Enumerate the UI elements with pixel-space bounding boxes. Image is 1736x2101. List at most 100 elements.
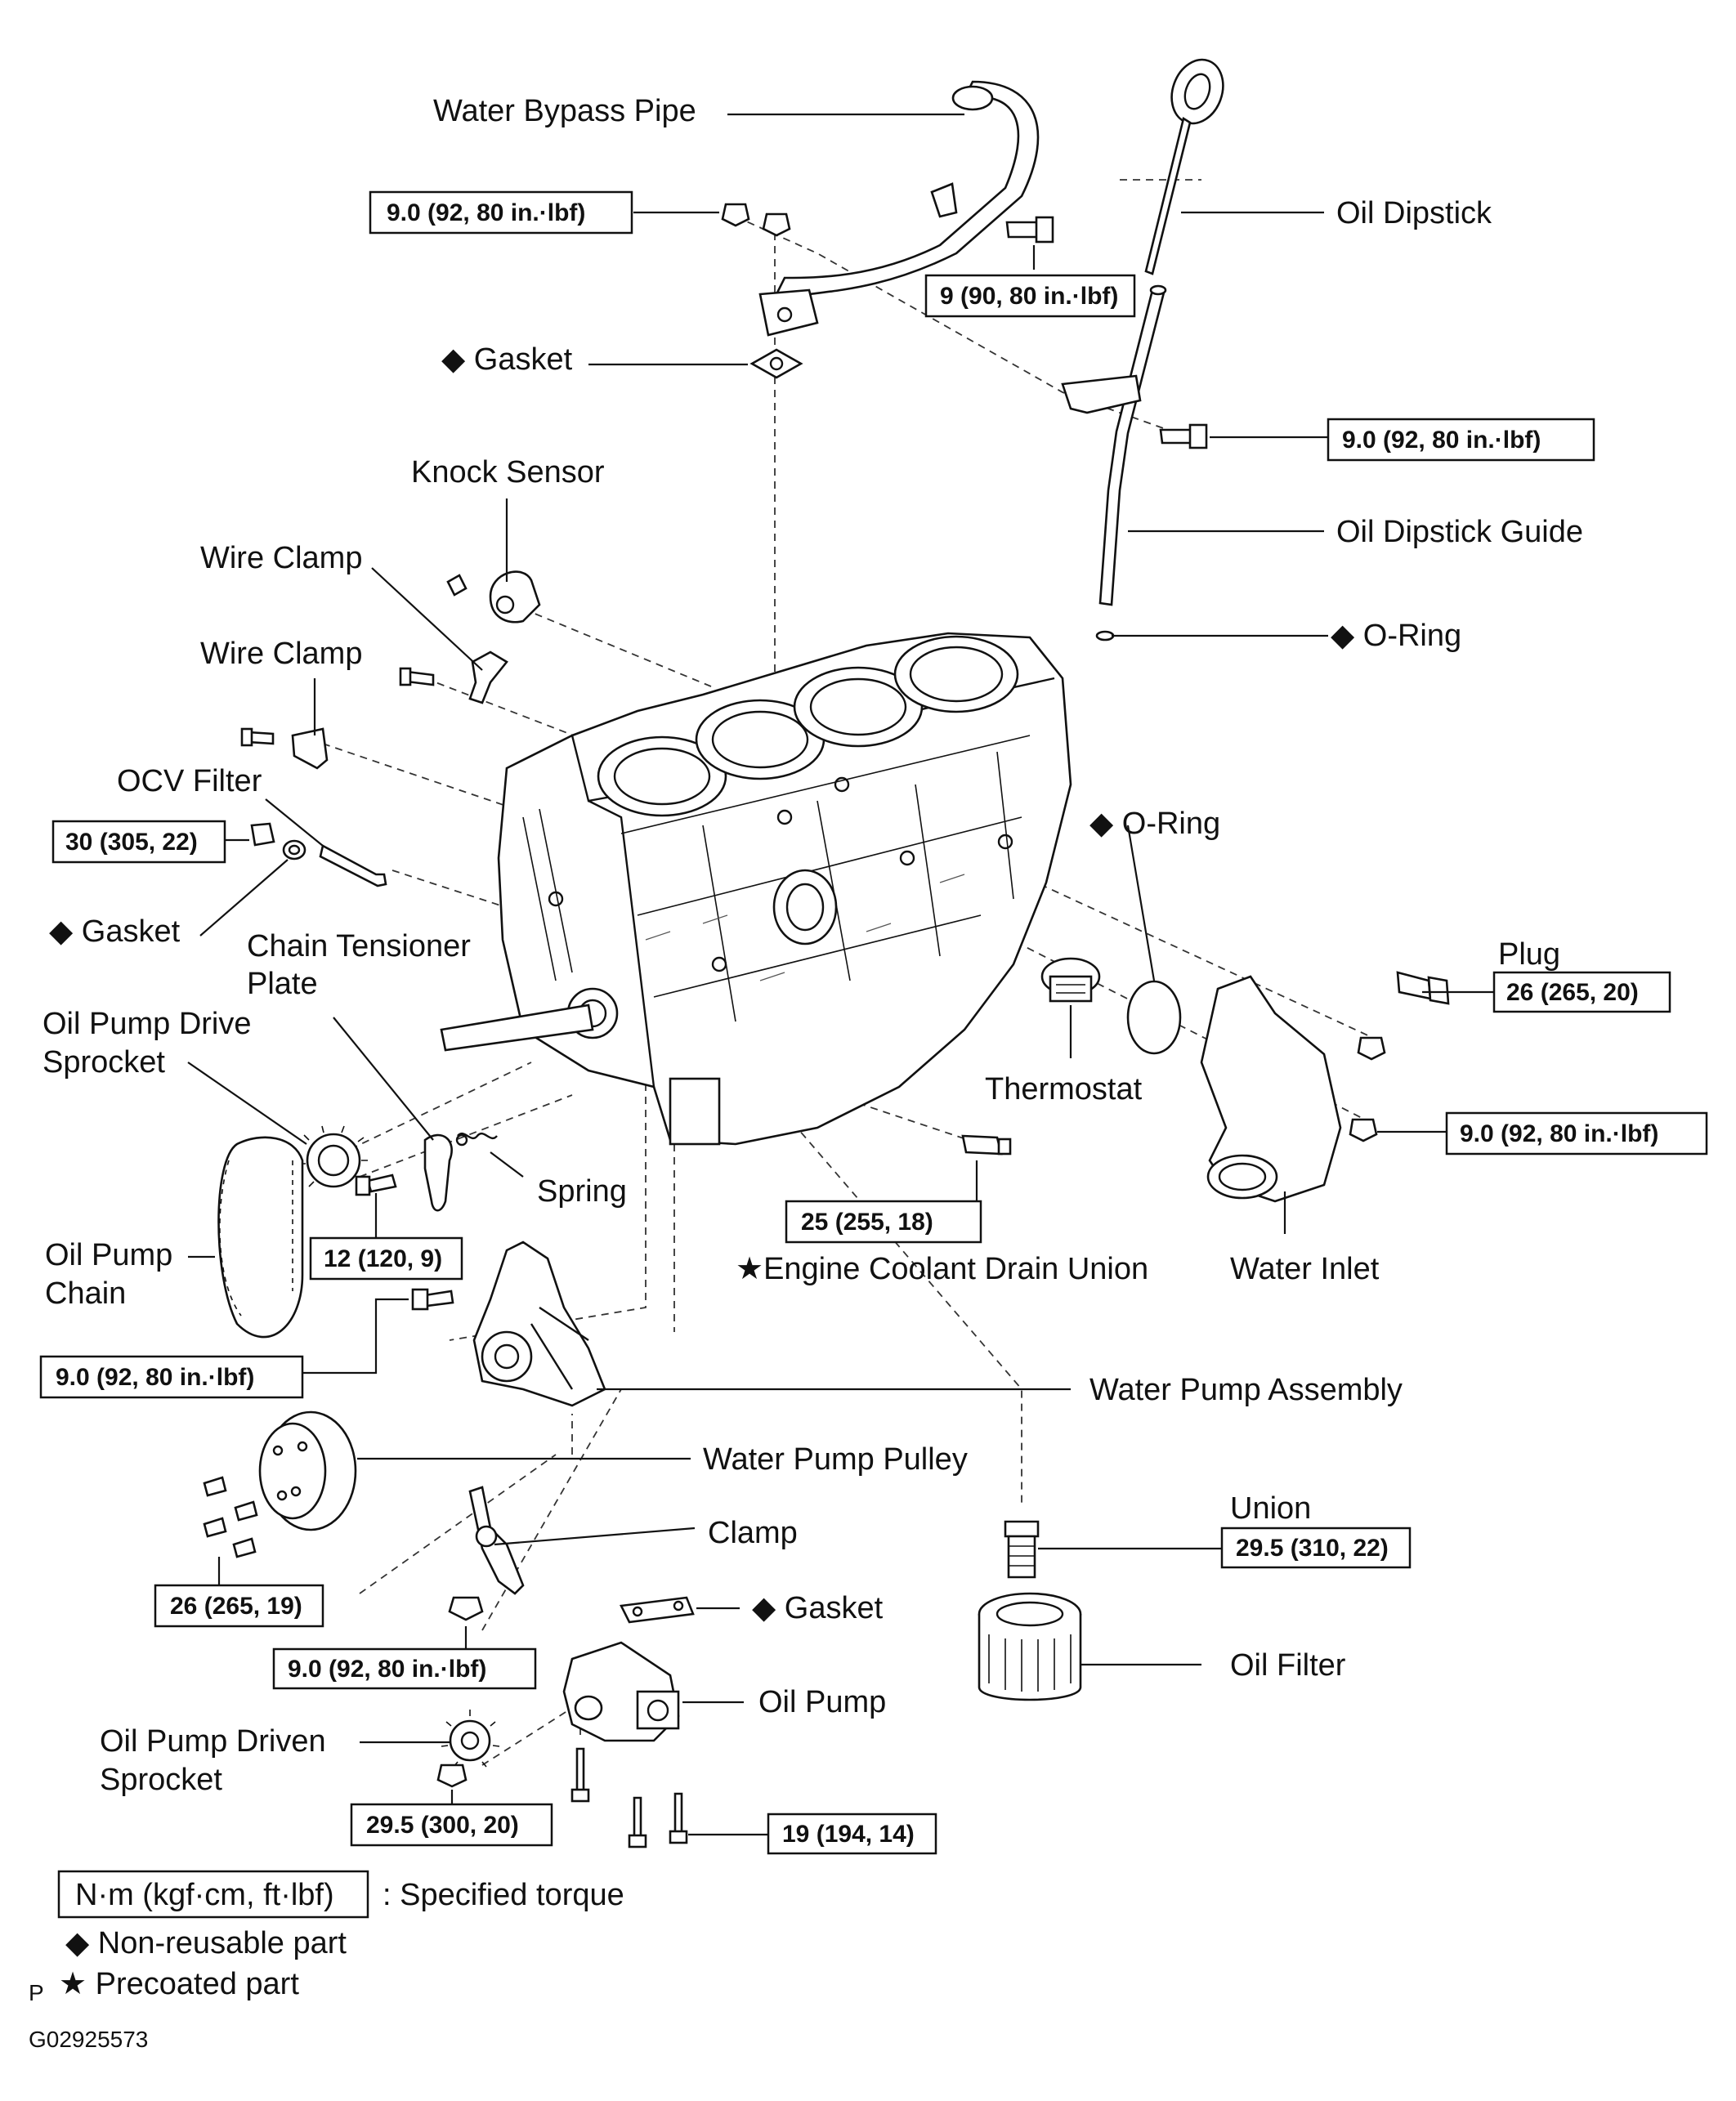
label-union: Union (1230, 1491, 1311, 1526)
water-pump-bolt-part (411, 1288, 454, 1311)
label-engine-coolant-drain-union: ★Engine Coolant Drain Union (736, 1252, 1148, 1286)
label-oil-pump-drive-sprocket-1: Oil Pump Drive (43, 1007, 252, 1041)
label-spring: Spring (537, 1174, 627, 1209)
o-ring-dipstick (1095, 630, 1115, 641)
torque-text-water-pump: 9.0 (92, 80 in.·lbf) (56, 1364, 254, 1391)
wire-clamp-2-part (240, 727, 329, 770)
pulley-bolts (203, 1476, 258, 1558)
label-ocv-filter: OCV Filter (117, 764, 262, 798)
water-pump-assembly-part (472, 1240, 606, 1407)
chain-tensioner-plate-part (423, 1133, 453, 1212)
torque-specs: 9.0 (92, 80 in.·lbf) 9 (90, 80 in.·lbf) … (39, 190, 1708, 1855)
bypass-nut-left (721, 203, 750, 227)
oil-pump-bolts (570, 1747, 688, 1848)
water-inlet-nut-lower (1349, 1118, 1378, 1142)
torque-box-union: 29.5 (310, 22) (1220, 1527, 1412, 1569)
torque-text-bypass-bolt: 9 (90, 80 in.·lbf) (940, 283, 1118, 310)
o-ring-thermostat (1126, 980, 1182, 1055)
legend: N·m (kgf·cm, ft·lbf) : Specified torque … (29, 1870, 624, 2052)
label-oil-filter: Oil Filter (1230, 1648, 1346, 1683)
ocv-filter-part (250, 822, 387, 887)
plug-part (1396, 971, 1450, 1005)
label-o-ring-1: ◆ O-Ring (1331, 619, 1461, 653)
torque-text-dipstick-guide: 9.0 (92, 80 in.·lbf) (1342, 427, 1541, 454)
torque-box-water-pump: 9.0 (92, 80 in.·lbf) (39, 1355, 304, 1399)
tensioner-bolt-part (355, 1173, 397, 1196)
label-water-inlet: Water Inlet (1230, 1252, 1380, 1286)
driven-sprocket-nut-part (436, 1763, 468, 1788)
torque-text-driven-sprocket: 29.5 (300, 20) (366, 1812, 519, 1839)
label-oil-pump-chain-1: Oil Pump (45, 1238, 172, 1272)
label-wire-clamp-1: Wire Clamp (200, 541, 362, 575)
torque-box-bypass-bolt: 9 (90, 80 in.·lbf) (924, 274, 1136, 318)
torque-box-oil-pump: 19 (194, 14) (767, 1813, 937, 1855)
torque-text-clamp-nut: 9.0 (92, 80 in.·lbf) (288, 1656, 486, 1683)
label-oil-dipstick-guide: Oil Dipstick Guide (1336, 515, 1583, 549)
legend-precoated: ★ Precoated part (59, 1967, 299, 2001)
water-inlet-nut-upper (1357, 1036, 1386, 1061)
leader-lines (187, 113, 1494, 1836)
label-chain-tensioner-plate-1: Chain Tensioner (247, 929, 471, 963)
gasket-pump-part (620, 1596, 695, 1624)
torque-text-union: 29.5 (310, 22) (1236, 1535, 1389, 1562)
label-gasket-ocv: ◆ Gasket (49, 914, 181, 949)
torque-text-water-inlet: 9.0 (92, 80 in.·lbf) (1460, 1120, 1658, 1147)
torque-box-ocv-filter: 30 (305, 22) (51, 820, 226, 864)
oil-dipstick-guide-part (1061, 284, 1167, 606)
oil-pump-chain-part (217, 1136, 304, 1339)
torque-text-ocv-filter: 30 (305, 22) (65, 829, 198, 856)
torque-box-plug: 26 (265, 20) (1492, 971, 1671, 1013)
figure-id: G02925573 (29, 2027, 148, 2052)
torque-box-clamp-nut: 9.0 (92, 80 in.·lbf) (272, 1647, 537, 1690)
label-gasket-pump: ◆ Gasket (752, 1591, 884, 1625)
torque-text-oil-pump: 19 (194, 14) (782, 1821, 915, 1848)
legend-p-mark: P (29, 1980, 44, 2005)
label-wire-clamp-2: Wire Clamp (200, 637, 362, 671)
wire-clamp-1-part (399, 650, 508, 704)
union-part (1004, 1520, 1040, 1579)
label-plug: Plug (1498, 937, 1560, 972)
torque-box-bypass-nut: 9.0 (92, 80 in.·lbf) (369, 190, 633, 235)
torque-box-pulley: 26 (265, 19) (154, 1584, 324, 1628)
oil-pump-driven-sprocket-part (441, 1710, 500, 1768)
torque-box-drain-union: 25 (255, 18) (785, 1200, 982, 1244)
torque-text-bypass-nut: 9.0 (92, 80 in.·lbf) (387, 199, 585, 226)
water-inlet-part (1200, 975, 1342, 1203)
torque-text-tensioner: 12 (120, 9) (324, 1245, 442, 1272)
oil-dipstick-part (1144, 58, 1224, 275)
clamp-nut-part (448, 1596, 484, 1621)
torque-text-drain-union: 25 (255, 18) (801, 1209, 933, 1236)
water-pump-pulley-part (258, 1410, 357, 1531)
bypass-bolt (1005, 216, 1054, 244)
torque-text-pulley: 26 (265, 19) (170, 1593, 302, 1620)
torque-text-plug: 26 (265, 20) (1506, 979, 1639, 1006)
label-gasket-top: ◆ Gasket (441, 342, 573, 377)
water-bypass-pipe (758, 80, 1040, 337)
label-o-ring-2: ◆ O-Ring (1089, 807, 1220, 841)
gasket-top-part (749, 348, 803, 379)
torque-box-water-inlet: 9.0 (92, 80 in.·lbf) (1445, 1111, 1708, 1156)
label-water-pump-assembly: Water Pump Assembly (1089, 1373, 1403, 1407)
label-knock-sensor: Knock Sensor (411, 455, 605, 489)
oil-pump-part (562, 1641, 680, 1742)
label-thermostat: Thermostat (985, 1072, 1143, 1106)
thermostat-part (1040, 957, 1101, 1003)
legend-torque-desc: : Specified torque (383, 1878, 624, 1912)
label-water-pump-pulley: Water Pump Pulley (703, 1442, 968, 1477)
spring-part (455, 1132, 498, 1147)
label-water-bypass-pipe: Water Bypass Pipe (433, 94, 696, 128)
torque-box-driven-sprocket: 29.5 (300, 20) (350, 1803, 553, 1847)
cylinder-block (440, 632, 1072, 1146)
knock-sensor-part (446, 570, 541, 624)
clamp-part (468, 1486, 525, 1595)
torque-box-tensioner: 12 (120, 9) (309, 1236, 463, 1281)
label-oil-pump-driven-sprocket-1: Oil Pump Driven (100, 1724, 326, 1759)
torque-box-dipstick-guide: 9.0 (92, 80 in.·lbf) (1327, 418, 1595, 462)
label-oil-dipstick: Oil Dipstick (1336, 196, 1492, 230)
label-oil-pump: Oil Pump (758, 1685, 886, 1719)
drain-union-part (961, 1134, 1012, 1156)
bypass-nut-right (762, 212, 791, 237)
legend-torque-units: N·m (kgf·cm, ft·lbf) (75, 1878, 334, 1912)
legend-torque-box (57, 1870, 369, 1919)
